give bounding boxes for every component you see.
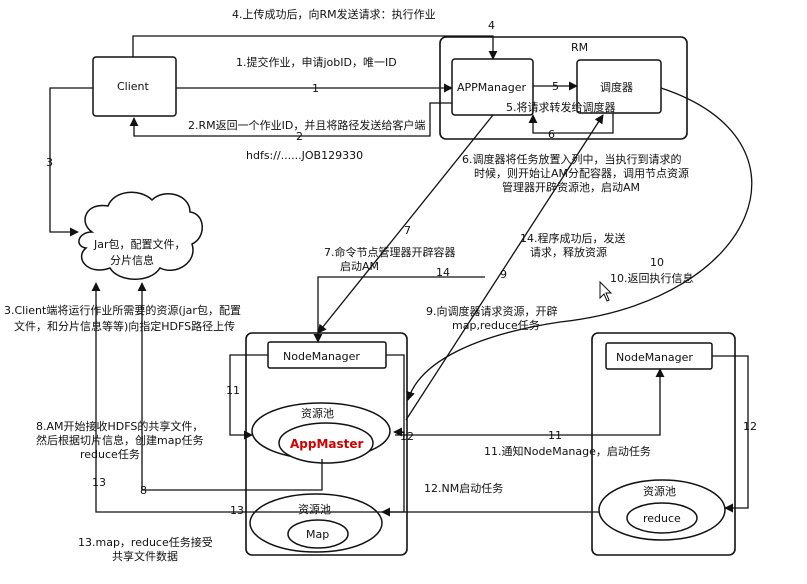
left-pool-top-label: 资源池 [301,406,334,420]
num-7: 7 [404,224,411,237]
arrow-14 [313,276,485,343]
arrow-12-left [386,354,405,437]
arrow-12-right [712,355,749,513]
annotation-2: 2.RM返回一个作业ID，并且将路径发送给客户端 [188,118,425,132]
reduce-label: reduce [643,512,681,525]
annotation-9-line1: 9.向调度器请求资源，开辟 [426,304,558,318]
annotation-14-line1: 14.程序成功后，发送 [520,231,626,245]
left-nodemanager-label: NodeManager [283,350,360,363]
arrow-13 [91,282,599,513]
left-pool-bottom-label: 资源池 [298,502,331,516]
annotation-7-line2: 启动AM [340,260,379,273]
arrow-11-left [229,354,268,440]
rm-label: RM [571,41,588,54]
num-8: 8 [140,484,147,497]
annotation-13-line2: 共享文件数据 [112,549,178,563]
cloud-line-1: Jar包，配置文件， [93,237,186,251]
num-11-right: 11 [548,429,562,442]
appmaster-label: AppMaster [290,437,364,451]
annotation-8-line3: reduce任务 [80,448,140,461]
annotation-3-line1: 3.Client端将运行作业所需要的资源(jar包，配置 [4,303,241,317]
client-label: Client [117,80,150,93]
arrow-9 [405,114,604,421]
num-1: 1 [312,82,319,95]
annotation-12: 12.NM启动任务 [424,482,503,495]
arrow-10 [406,87,753,401]
map-ellipse [287,519,349,549]
num-5: 5 [552,80,559,93]
annotation-hdfs: hdfs://......JOB129330 [246,149,363,162]
annotation-4: 4.上传成功后，向RM发送请求：执行作业 [232,7,436,21]
annotation-13-line1: 13.map，reduce任务接受 [78,536,213,549]
arrow-7 [317,114,494,334]
client-box [92,56,177,117]
num-9: 9 [500,268,507,281]
arrow-11-right [395,368,665,436]
num-14: 14 [436,266,450,279]
num-13-left: 13 [92,476,106,489]
annotation-7-line1: 7.命令节点管理器开辟容器 [324,245,456,259]
num-12-left: 12 [400,430,414,443]
annotation-10: 10.返回执行信息 [610,271,694,285]
annotation-3-line2: 文件，和分片信息等等)向指定HDFS路径上传 [14,319,235,333]
num-10: 10 [650,256,664,269]
annotation-9-line2: map,reduce任务 [452,319,540,332]
arrow-2 [129,102,452,137]
num-11-left: 11 [226,384,240,397]
right-pool-label: 资源池 [643,484,676,498]
num-4: 4 [488,19,495,32]
num-3: 3 [46,156,53,169]
num-12-right: 12 [743,420,757,433]
app-manager-label: APPManager [457,81,526,94]
annotation-5: 5.将请求转发给调度器 [506,100,616,114]
right-nodemanager-label: NodeManager [616,351,693,364]
cursor-icon [599,280,613,302]
annotation-14-line2: 请求，释放资源 [530,245,607,259]
annotation-8-line1: 8.AM开始接收HDFS的共享文件， [36,419,203,433]
annotation-1: 1.提交作业，申请jobID，唯一ID [236,55,397,69]
reduce-ellipse [626,502,698,534]
arrow-4 [132,35,498,60]
annotation-8-line2: 然后根据切片信息，创建map任务 [36,433,203,447]
annotation-11: 11.通知NodeManage，启动任务 [484,444,651,458]
num-2: 2 [296,130,303,143]
appmaster-ellipse [278,422,374,464]
annotation-6-line1: 6.调度器将任务放置入列中，当执行到请求的 [462,152,682,166]
scheduler-label: 调度器 [600,80,633,94]
cloud-line-2: 分片信息 [110,253,154,267]
annotation-6-line2: 时候，则开始让AM分配容器，调用节点资源 [474,166,689,180]
arrow-6 [528,113,614,134]
num-6: 6 [548,128,555,141]
hdfs-cloud [78,191,203,280]
num-13-mid: 13 [230,504,244,517]
arrow-3 [49,87,93,237]
annotation-6-line3: 管理器开辟资源池，启动AM [502,180,640,194]
arrow-8 [137,282,323,491]
map-label: Map [306,528,329,541]
